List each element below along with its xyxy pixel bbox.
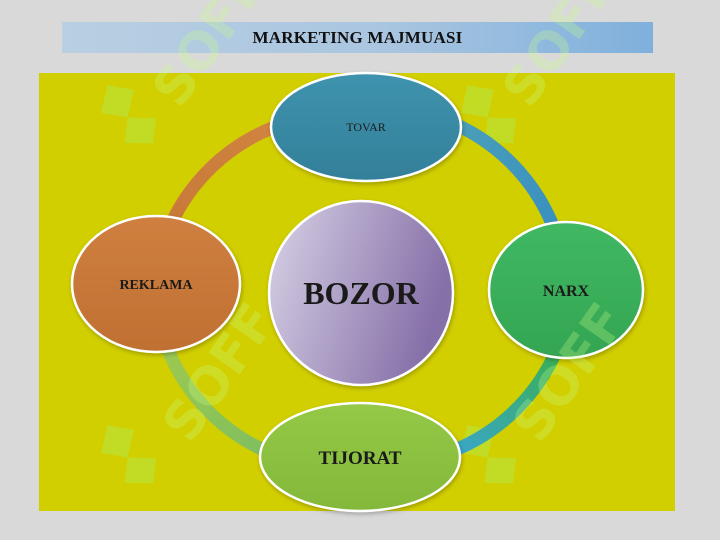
watermark-logo: [101, 85, 157, 144]
node-reklama-label: REKLAMA: [119, 278, 193, 293]
node-tovar: TOVAR: [269, 71, 463, 183]
title-bar: MARKETING MAJMUASI: [62, 22, 653, 53]
node-tijorat-label: TIJORAT: [318, 448, 401, 469]
node-narx-label: NARX: [543, 283, 590, 300]
arc-reklama-tovar: [165, 121, 279, 229]
watermark-text: SOFF: [141, 0, 278, 117]
arc-narx-tijorat: [448, 351, 560, 457]
node-bozor-label: BOZOR: [303, 275, 419, 311]
arc-tijorat-reklama: [161, 343, 275, 459]
watermark-logo: [461, 85, 517, 144]
watermark-logo: [101, 425, 157, 484]
node-narx: NARX: [487, 220, 645, 360]
page-title: MARKETING MAJMUASI: [252, 27, 463, 47]
node-bozor: BOZOR: [267, 199, 455, 387]
node-tijorat: TIJORAT: [258, 401, 462, 513]
node-tovar-label: TOVAR: [346, 120, 386, 134]
node-reklama: REKLAMA: [70, 214, 242, 354]
watermark-text: SOFF: [491, 0, 628, 117]
